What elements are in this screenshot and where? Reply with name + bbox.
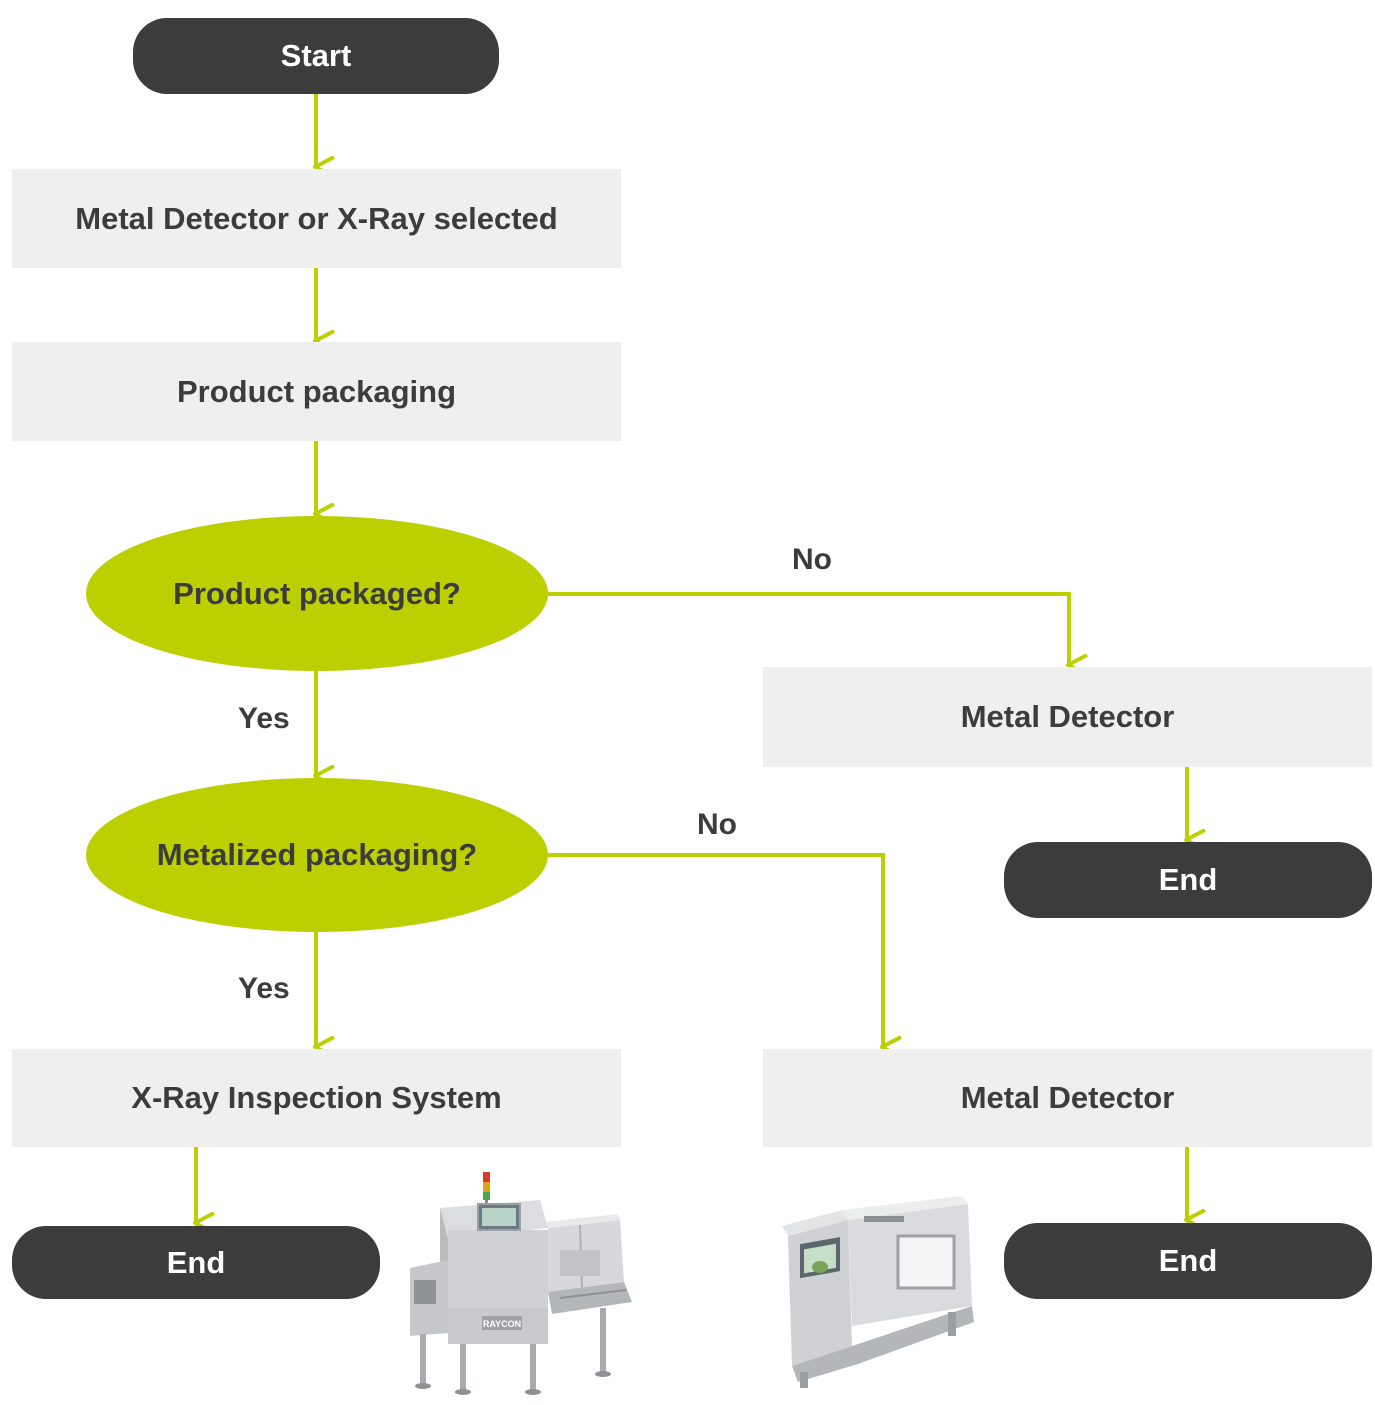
xray-inspection-machine-image: RAYCON	[410, 1172, 632, 1395]
raycon-label: RAYCON	[483, 1319, 521, 1329]
metal-detector-node-top: Metal Detector	[763, 667, 1372, 767]
packaged-no-label: No	[792, 543, 832, 576]
metalized-no-label: No	[697, 808, 737, 841]
metal-detector-node-bottom: Metal Detector	[763, 1049, 1372, 1147]
end-node-top: End	[1004, 842, 1372, 918]
metal-detector-machine-image	[782, 1196, 974, 1388]
start-node: Start	[133, 18, 499, 94]
packaged-yes-label: Yes	[238, 702, 290, 735]
metalized-packaging-decision: Metalized packaging?	[86, 778, 548, 932]
xray-inspection-node: X-Ray Inspection System	[12, 1049, 621, 1147]
edge-packaged-no	[548, 592, 1069, 665]
packaging-node: Product packaging	[12, 342, 621, 441]
end-node-right: End	[1004, 1223, 1372, 1299]
metalized-yes-label: Yes	[238, 972, 290, 1005]
product-packaged-decision: Product packaged?	[86, 516, 548, 671]
selection-node: Metal Detector or X-Ray selected	[12, 169, 621, 268]
end-node-left: End	[12, 1226, 380, 1299]
edge-metalized-no	[548, 853, 883, 1047]
